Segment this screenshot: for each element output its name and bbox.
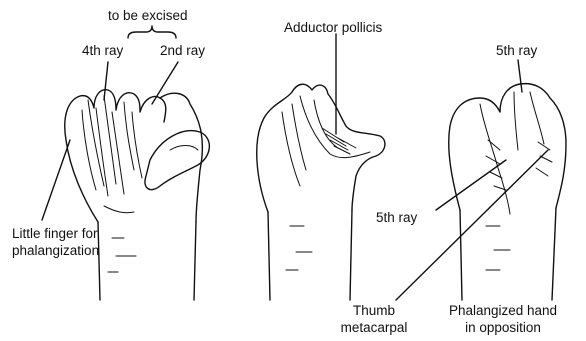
adductor-pollicis-label: Adductor pollicis [284,20,382,35]
fifth-ray-top-label: 5th ray [496,43,537,58]
little-finger-label-line1: Little finger for [12,226,98,241]
left-wrist-outline [98,222,196,300]
fourth-ray-pointer [104,62,108,100]
thumb-label-line1: Thumb [334,303,414,318]
little-finger-pointer [42,140,70,220]
middle-wrist-outline [268,210,352,300]
left-thumb-outline [145,131,209,190]
fifth-ray-mid-label: 5th ray [376,210,417,225]
phalangized-label-line2: in opposition [428,320,578,335]
left-hand-right-edge [160,93,202,222]
second-ray-pointer [152,62,178,104]
middle-hand-drawing [257,34,385,300]
middle-hand-outline [257,84,385,212]
left-hand-drawing [65,26,210,300]
to-be-excised-label: to be excised [108,8,188,23]
left-palm-outline [65,90,166,222]
second-ray-label: 2nd ray [160,43,205,58]
right-hand-drawing [42,60,566,300]
thumb-label-line2: metacarpal [334,320,414,335]
little-finger-label-line2: phalangization [12,243,99,258]
fifth-ray-top-pointer [518,60,522,92]
thumb-metacarpal-pointer [396,150,548,300]
excise-brace [128,26,176,38]
fourth-ray-label: 4th ray [82,43,123,58]
phalangized-label-line1: Phalangized hand [428,303,578,318]
